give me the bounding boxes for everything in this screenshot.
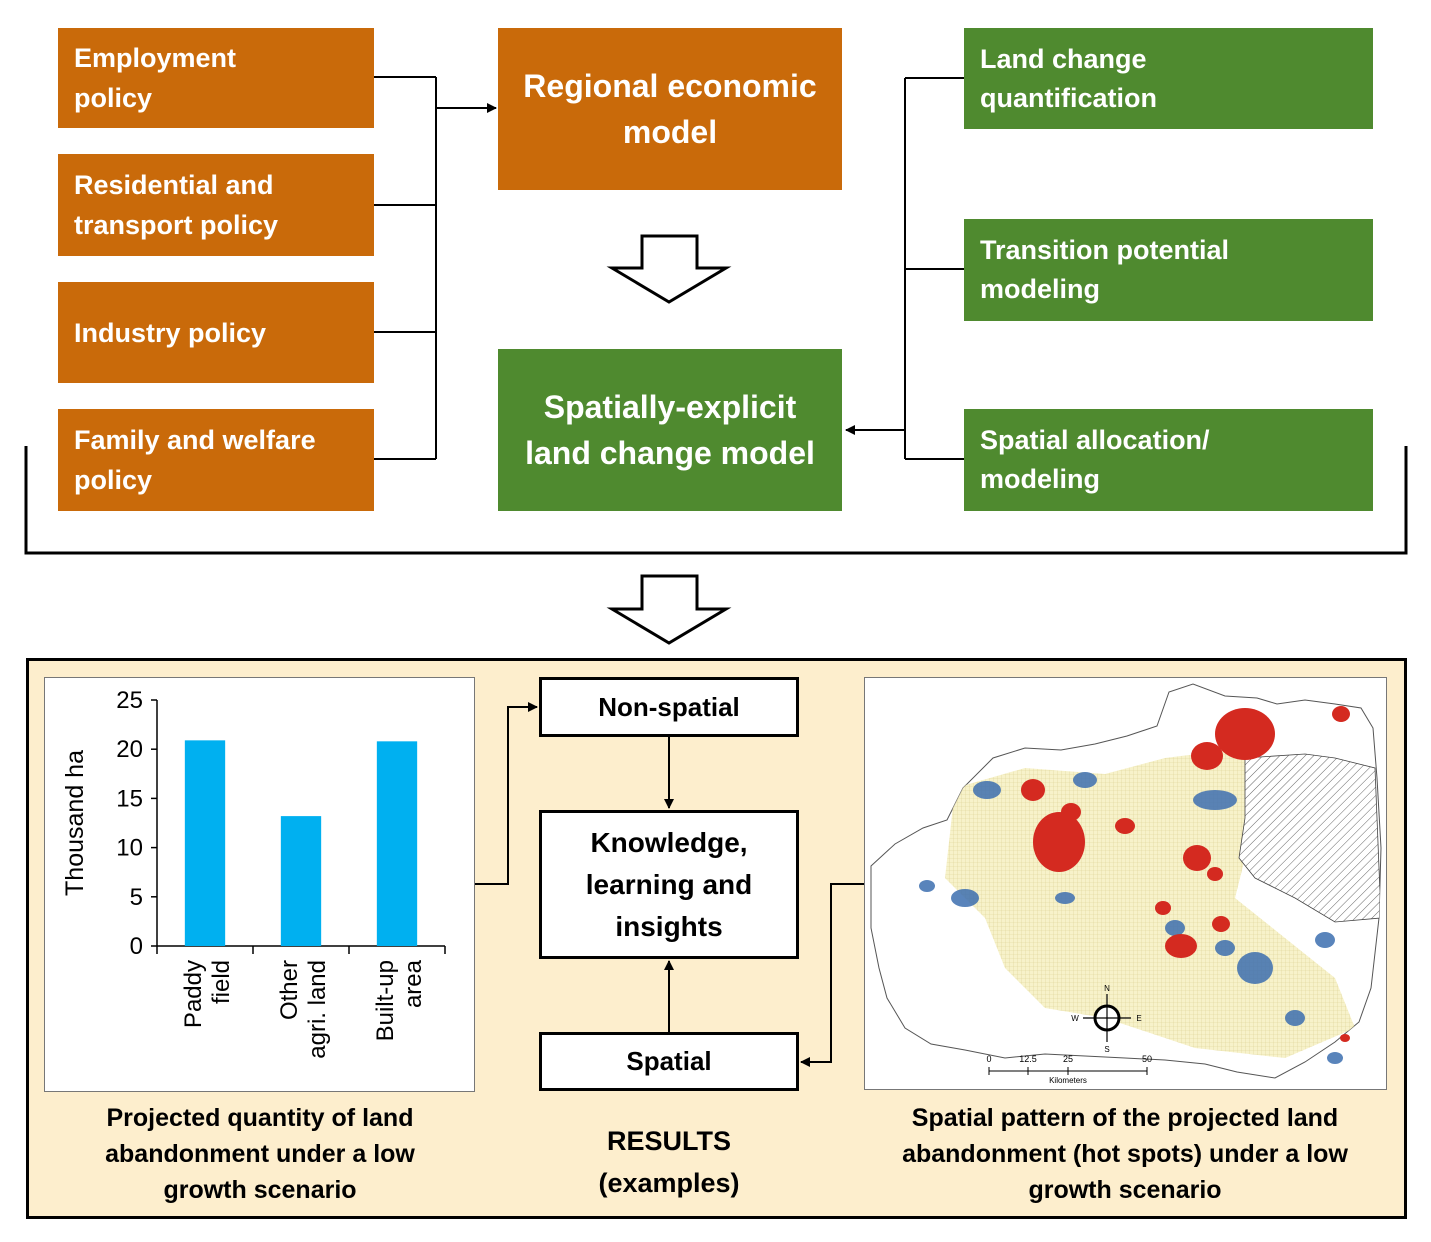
industry-policy-box: Industry policy [58,282,374,383]
knowledge-label: Knowledge, [590,826,748,858]
residential-transport-policy-box: Residential and transport policy [58,154,374,256]
policy-label: Family and welfare [74,425,316,455]
scale-label: 12.5 [1019,1054,1037,1064]
policy-connector [374,76,497,460]
caption-line: Projected quantity of land [106,1104,414,1132]
y-tick-label: 10 [116,835,143,862]
scale-bar: 0 12.5 25 50 Kilometers [986,1054,1152,1085]
caption-line: abandonment under a low [105,1140,415,1168]
category-label: Paddy [180,960,207,1028]
knowledge-label: learning and [585,868,753,900]
hotspot-map: N S E W 0 12.5 25 50 Kilometers [870,683,1382,1085]
transition-potential-box: Transition potential modeling [964,219,1373,321]
y-tick-label: 25 [116,687,143,714]
methods-connector [845,77,964,460]
caption-line: Spatial pattern of the projected land [911,1104,1339,1132]
land-change-quantification-box: Land change quantification [964,28,1373,129]
caption-line: growth scenario [163,1176,357,1204]
method-label: Land change [980,43,1147,74]
bar [376,741,418,946]
employment-policy-box: Employment policy [58,28,374,128]
policy-label: transport policy [74,210,279,240]
y-tick-label: 15 [116,785,143,812]
hotspot-map-panel: N S E W 0 12.5 25 50 Kilometers [864,677,1387,1090]
category-label: field [208,960,235,1004]
policy-label: policy [74,83,153,113]
knowledge-label: insights [615,910,723,942]
caption-line: abandonment (hot spots) under a low [902,1140,1348,1168]
method-label: Transition potential [980,235,1230,265]
compass-s: S [1104,1045,1109,1054]
category-label: agri. land [304,960,331,1059]
flow-arrow-down-results [606,574,732,645]
y-tick-label: 5 [130,884,143,911]
land-change-model-box: Spatially-explicit land change model [498,349,842,511]
scale-label: 25 [1063,1054,1073,1064]
compass-w: W [1071,1014,1079,1023]
spatial-box: Spatial [539,1032,799,1091]
caption-line: growth scenario [1028,1176,1222,1204]
spatial-label: Spatial [626,1046,712,1076]
regional-economic-model-box: Regional economic model [498,28,842,190]
model-bracket [24,446,1408,555]
compass-rose: N S E W [1071,984,1141,1054]
policy-label: policy [74,465,153,495]
method-label: Spatial allocation/ [980,425,1210,455]
cold-spots [919,772,1343,1064]
y-tick-label: 0 [130,933,143,960]
compass-n: N [1104,984,1110,993]
bar [184,740,226,946]
method-label: modeling [980,274,1100,304]
method-label: modeling [980,464,1100,494]
results-subtitle: (examples) [598,1168,740,1198]
category-label: Built-up [372,960,399,1041]
y-axis-label: Thousand ha [61,750,89,896]
compass-e: E [1136,1014,1141,1023]
non-spatial-label: Non-spatial [598,691,740,722]
category-label: area [400,959,427,1008]
category-label: Other [276,960,303,1020]
model-title: Regional economic [523,68,817,104]
spatial-allocation-box: Spatial allocation/modeling [964,409,1373,511]
hot-spots [1021,706,1350,1042]
results-title: RESULTS [606,1126,731,1156]
scale-unit: Kilometers [1049,1076,1087,1085]
knowledge-box: Knowledge, learning and insights [539,810,799,959]
excluded-zone [1238,753,1381,923]
bar [280,816,322,946]
non-spatial-box: Non-spatial [539,677,799,737]
policy-label: Employment [74,43,237,73]
scale-label: 50 [1142,1054,1152,1064]
chart-caption: Projected quantity of land abandonment u… [50,1100,470,1208]
flow-arrow-down [606,234,732,304]
results-label: RESULTS (examples) [530,1120,808,1204]
model-title: Spatially-explicit [543,389,797,425]
family-welfare-policy-box: Family and welfare policy [58,409,374,511]
method-label: quantification [980,82,1157,113]
model-title: model [622,114,718,150]
model-title: land change model [525,435,815,471]
policy-label: Industry policy [74,317,267,348]
y-tick-label: 20 [116,736,143,763]
policy-label: Residential and [74,170,274,200]
scale-label: 0 [986,1054,991,1064]
map-caption: Spatial pattern of the projected land ab… [864,1100,1386,1208]
